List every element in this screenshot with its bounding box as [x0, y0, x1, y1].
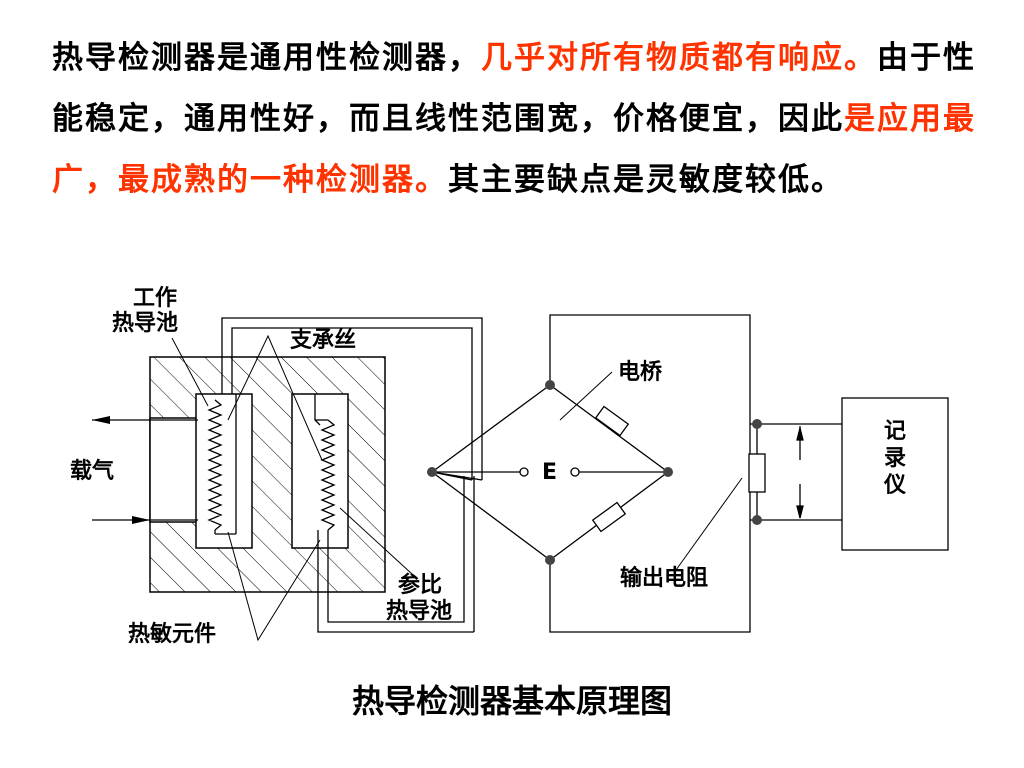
leader-lines — [171, 334, 413, 642]
reference-cell-label-1: 参比 — [398, 573, 443, 598]
output-resistor-label: 输出电阻 — [620, 566, 709, 591]
output-section — [675, 397, 949, 571]
detector-block — [149, 356, 386, 593]
support-wire-label: 支承丝 — [290, 328, 357, 353]
recorder-label: 记录仪 — [884, 419, 907, 498]
figure-caption: 热导检测器基本原理图 — [351, 682, 672, 720]
carrier-gas-arrows — [92, 416, 150, 524]
bridge-nodes — [427, 380, 673, 565]
bridge-label: 电桥 — [618, 360, 663, 385]
working-cell-label-line1: 工作 — [132, 286, 177, 311]
highlight-segment: 是应用最广，最成熟的一种检测器。 — [52, 101, 976, 198]
intro-paragraph: 热导检测器是通用性检测器，几乎对所有物质都有响应。由于性能稳定，通用性好，而且线… — [52, 28, 982, 211]
output-nodes — [752, 419, 762, 525]
thermistor-label: 热敏元件 — [128, 622, 217, 647]
working-cell-label: 工作 — [124, 286, 186, 311]
working-cell-label-2: 热导池 — [112, 311, 179, 336]
reference-cell-filament — [314, 394, 475, 633]
reference-cell-label-2: 热导池 — [386, 599, 453, 624]
highlight-segment: 几乎对所有物质都有响应。 — [481, 40, 877, 76]
carrier-gas-label: 载气 — [70, 459, 115, 484]
bridge-circuit — [431, 314, 751, 633]
source-label: E — [542, 460, 558, 485]
text-segment: 其主要缺点是灵敏度较低。 — [448, 162, 844, 198]
text-segment: 热导检测器是通用性检测器， — [52, 40, 481, 76]
working-cell-filament — [207, 317, 483, 535]
text-segment: 由于性能稳定，通用性好，而且线性范围宽，价格便宜，因此 — [52, 40, 976, 137]
